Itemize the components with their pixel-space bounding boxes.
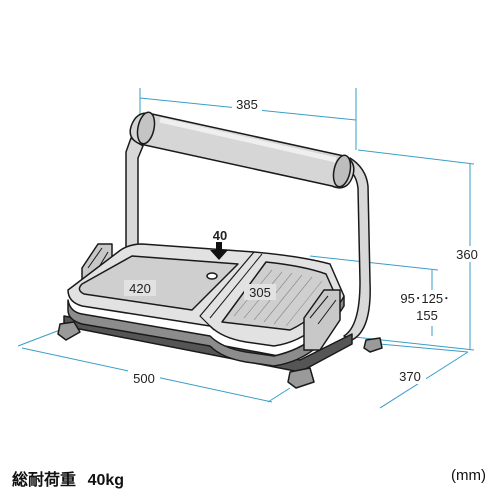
unit-label: (mm) [451, 467, 486, 484]
load-capacity-label: 総耐荷重 [12, 470, 77, 489]
foot-front [287, 367, 315, 389]
footrest-illustration [57, 111, 383, 389]
roller-bar [129, 112, 355, 189]
dim-height-settings-2: 155 [416, 308, 438, 323]
load-capacity-value: 40kg [87, 472, 125, 489]
frame-left-arm [125, 137, 144, 253]
foot-left [57, 321, 81, 341]
foot-right [363, 337, 383, 353]
platform-body [67, 295, 345, 367]
roller-end-left [136, 111, 156, 145]
load-capacity: 総耐荷重 40kg [12, 466, 124, 490]
dimension-labels: 385 360 40 420 305 95･125･ 155 500 370 [124, 96, 484, 386]
load-arrow-icon [210, 242, 228, 260]
dim-platform-length: 420 [129, 281, 151, 296]
adjuster-hole [206, 272, 218, 280]
dim-platform-width: 305 [249, 285, 271, 300]
dim-height-settings-1: 95･125･ [400, 291, 449, 306]
roller-end-right [332, 154, 352, 188]
platform-left-pad [78, 255, 239, 311]
right-side-bracket [303, 289, 341, 351]
dim-load-point: 40 [213, 228, 227, 243]
dim-handle-width: 385 [236, 97, 258, 112]
dim-base-depth: 370 [399, 369, 421, 384]
dim-height: 360 [456, 247, 478, 262]
dim-base-length: 500 [133, 371, 155, 386]
